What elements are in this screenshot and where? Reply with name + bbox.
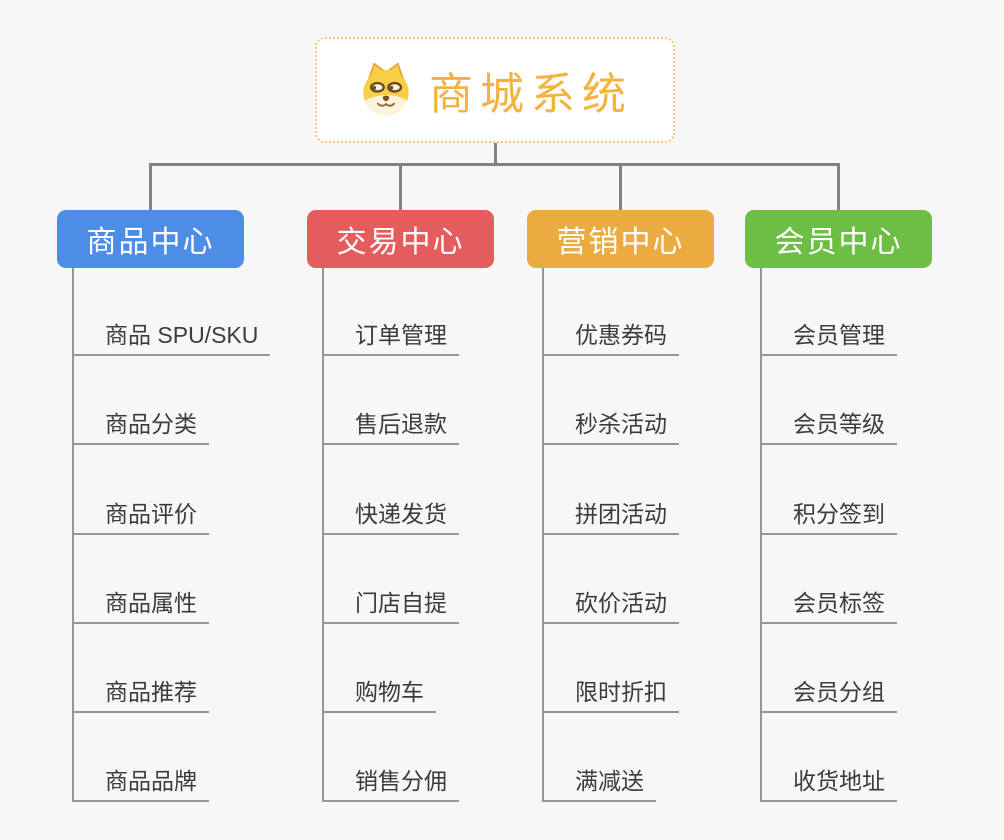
leaf-node[interactable]: 限时折扣 <box>542 677 679 713</box>
branch-connector-line <box>322 268 324 802</box>
leaf-label: 收货地址 <box>793 768 885 794</box>
branch-node[interactable]: 商品中心 <box>57 210 244 268</box>
leaf-label: 积分签到 <box>793 501 885 527</box>
leaf-label: 购物车 <box>355 679 424 705</box>
leaf-label: 会员标签 <box>793 590 885 616</box>
connector-drop <box>619 163 622 210</box>
branch-connector-line <box>760 268 762 802</box>
connector-drop <box>399 163 402 210</box>
leaf-node[interactable]: 售后退款 <box>322 409 459 445</box>
leaf-label: 会员管理 <box>793 322 885 348</box>
branch-label: 交易中心 <box>336 226 465 259</box>
leaf-label: 会员等级 <box>793 411 885 437</box>
leaf-label: 订单管理 <box>355 322 447 348</box>
leaf-node[interactable]: 会员分组 <box>760 677 897 713</box>
root-node[interactable]: 商城系统 <box>315 37 675 143</box>
leaf-label: 商品品牌 <box>105 768 197 794</box>
leaf-label: 门店自提 <box>355 590 447 616</box>
leaf-node[interactable]: 订单管理 <box>322 320 459 356</box>
leaf-node[interactable]: 优惠券码 <box>542 320 679 356</box>
leaf-node[interactable]: 会员标签 <box>760 588 897 624</box>
leaf-label: 限时折扣 <box>575 679 667 705</box>
branch-node[interactable]: 会员中心 <box>745 210 932 268</box>
connector-drop <box>837 163 840 210</box>
leaf-label: 会员分组 <box>793 679 885 705</box>
shiba-dog-icon <box>357 61 415 119</box>
connector-stem <box>493 143 497 163</box>
leaf-label: 拼团活动 <box>575 501 667 527</box>
leaf-node[interactable]: 满减送 <box>542 766 656 802</box>
branch-node[interactable]: 营销中心 <box>527 210 714 268</box>
leaf-node[interactable]: 商品评价 <box>72 499 209 535</box>
leaf-node[interactable]: 拼团活动 <box>542 499 679 535</box>
leaf-node[interactable]: 秒杀活动 <box>542 409 679 445</box>
leaf-node[interactable]: 商品属性 <box>72 588 209 624</box>
leaf-label: 销售分佣 <box>355 768 447 794</box>
leaf-node[interactable]: 会员管理 <box>760 320 897 356</box>
branch-connector-line <box>542 268 544 802</box>
leaf-node[interactable]: 商品分类 <box>72 409 209 445</box>
leaf-node[interactable]: 商品推荐 <box>72 677 209 713</box>
leaf-node[interactable]: 收货地址 <box>760 766 897 802</box>
leaf-node[interactable]: 会员等级 <box>760 409 897 445</box>
leaf-node[interactable]: 销售分佣 <box>322 766 459 802</box>
leaf-label: 秒杀活动 <box>575 411 667 437</box>
connector-bus <box>149 163 840 166</box>
branch-node[interactable]: 交易中心 <box>307 210 494 268</box>
leaf-node[interactable]: 商品品牌 <box>72 766 209 802</box>
connector-drop <box>149 163 152 210</box>
branch-connector-line <box>72 268 74 802</box>
leaf-label: 快递发货 <box>355 501 447 527</box>
leaf-node[interactable]: 门店自提 <box>322 588 459 624</box>
leaf-label: 优惠券码 <box>575 322 667 348</box>
leaf-node[interactable]: 砍价活动 <box>542 588 679 624</box>
branch-label: 营销中心 <box>556 226 685 259</box>
leaf-node[interactable]: 购物车 <box>322 677 436 713</box>
leaf-label: 商品评价 <box>105 501 197 527</box>
branch-label: 商品中心 <box>86 226 215 259</box>
branch-label: 会员中心 <box>774 226 903 259</box>
leaf-label: 商品推荐 <box>105 679 197 705</box>
leaf-label: 商品分类 <box>105 411 197 437</box>
leaf-node[interactable]: 快递发货 <box>322 499 459 535</box>
leaf-node[interactable]: 积分签到 <box>760 499 897 535</box>
leaf-label: 商品 SPU/SKU <box>105 322 259 348</box>
leaf-label: 商品属性 <box>105 590 197 616</box>
leaf-label: 砍价活动 <box>575 590 667 616</box>
leaf-label: 满减送 <box>575 768 644 794</box>
leaf-node[interactable]: 商品 SPU/SKU <box>72 320 271 356</box>
root-title: 商城系统 <box>429 70 633 119</box>
leaf-label: 售后退款 <box>355 411 447 437</box>
